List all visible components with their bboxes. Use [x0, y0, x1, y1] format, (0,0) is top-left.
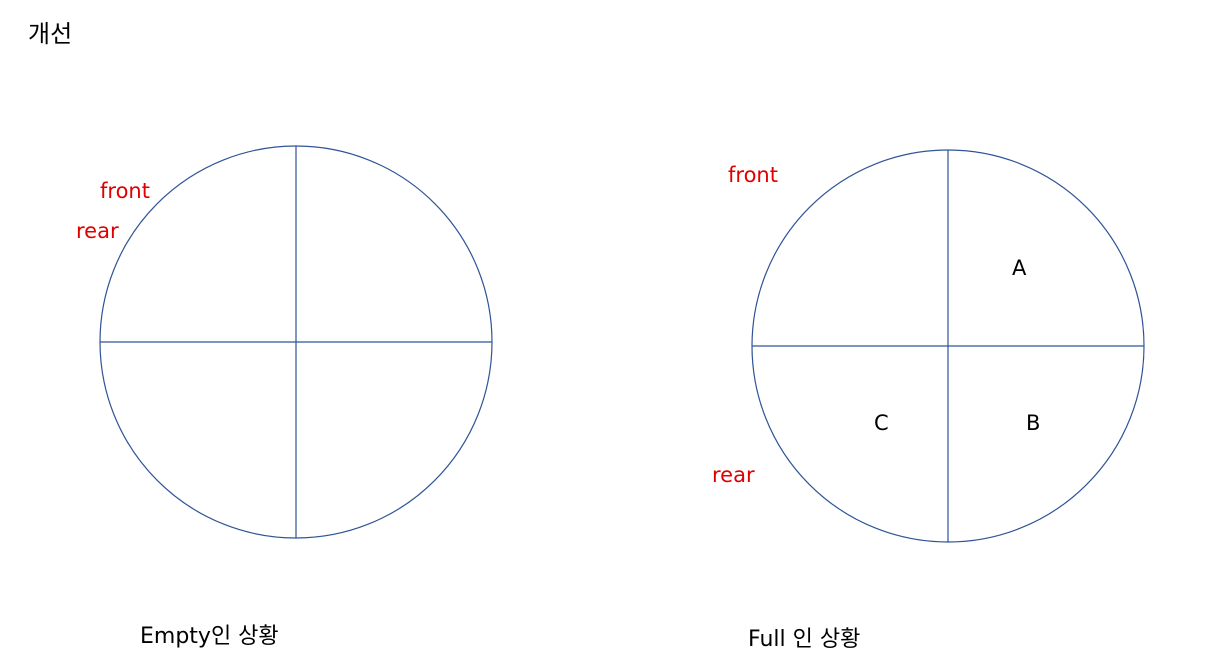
empty-rear-label: rear	[76, 219, 119, 243]
slot-b: B	[1026, 411, 1041, 435]
full-front-label: front	[728, 163, 778, 187]
slot-a: A	[1012, 256, 1027, 280]
full-queue-circle	[751, 149, 1145, 543]
empty-queue-circle	[99, 145, 493, 539]
page-title: 개선	[28, 20, 73, 48]
full-rear-label: rear	[712, 463, 755, 487]
slot-c: C	[874, 411, 889, 435]
empty-front-label: front	[100, 179, 150, 203]
full-caption: Full 인 상황	[748, 627, 861, 652]
empty-caption: Empty인 상황	[140, 624, 279, 649]
